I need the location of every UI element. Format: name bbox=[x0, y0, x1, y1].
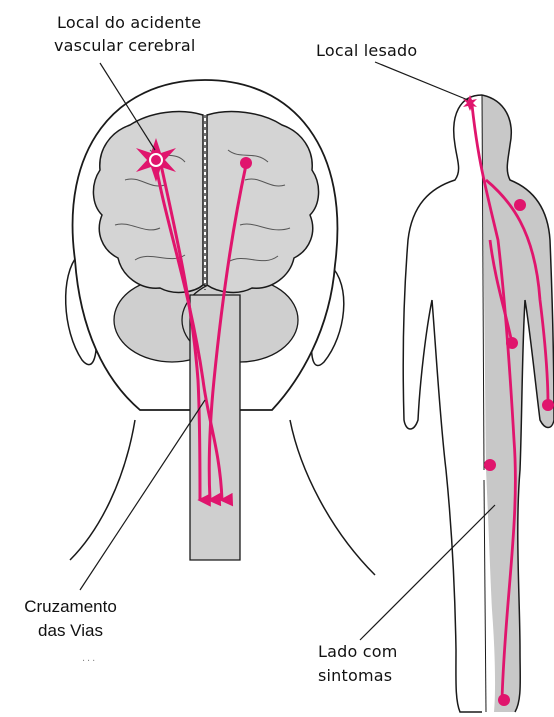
dot-icon bbox=[514, 199, 526, 211]
pathway-origin-dot bbox=[240, 157, 252, 169]
neck-left-contour bbox=[70, 420, 135, 560]
dot-icon bbox=[498, 694, 510, 706]
crossing-residual-text: ... bbox=[82, 652, 97, 665]
body-illustration bbox=[360, 62, 554, 712]
crossing-label-line2: das Vias bbox=[8, 621, 133, 641]
stroke-site-label-line2: vascular cerebral bbox=[54, 37, 196, 55]
crossing-label-line1: Cruzamento bbox=[8, 597, 133, 617]
dot-icon bbox=[542, 399, 554, 411]
stroke-site-label-line1: Local do acidente bbox=[57, 14, 201, 32]
dot-icon bbox=[506, 337, 518, 349]
neck-right-contour bbox=[290, 420, 375, 575]
crossing-pointer bbox=[80, 400, 205, 590]
brainstem bbox=[190, 295, 240, 560]
symptom-side-label-line2: sintomas bbox=[318, 667, 392, 685]
symptom-side-label-line1: Lado com bbox=[318, 643, 398, 661]
dot-icon bbox=[484, 459, 496, 471]
injured-site-pointer bbox=[375, 62, 468, 100]
head-illustration bbox=[66, 63, 375, 590]
body-outline-left bbox=[403, 95, 482, 712]
injured-site-label: Local lesado bbox=[316, 42, 417, 60]
